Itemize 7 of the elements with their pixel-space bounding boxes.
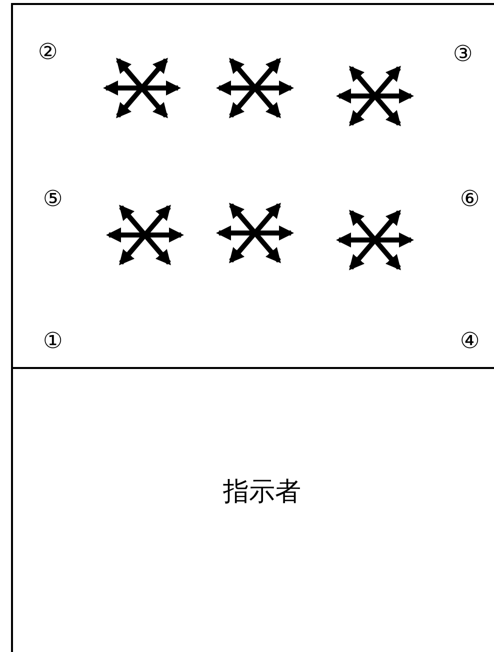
position-number: ⑤	[43, 189, 63, 211]
position-number: ①	[43, 331, 63, 353]
position-number: ⑥	[460, 189, 480, 211]
position-number: ④	[460, 331, 480, 353]
position-number: ②	[38, 42, 58, 64]
position-number: ③	[453, 44, 473, 66]
instructor-label: 指示者	[223, 479, 301, 505]
